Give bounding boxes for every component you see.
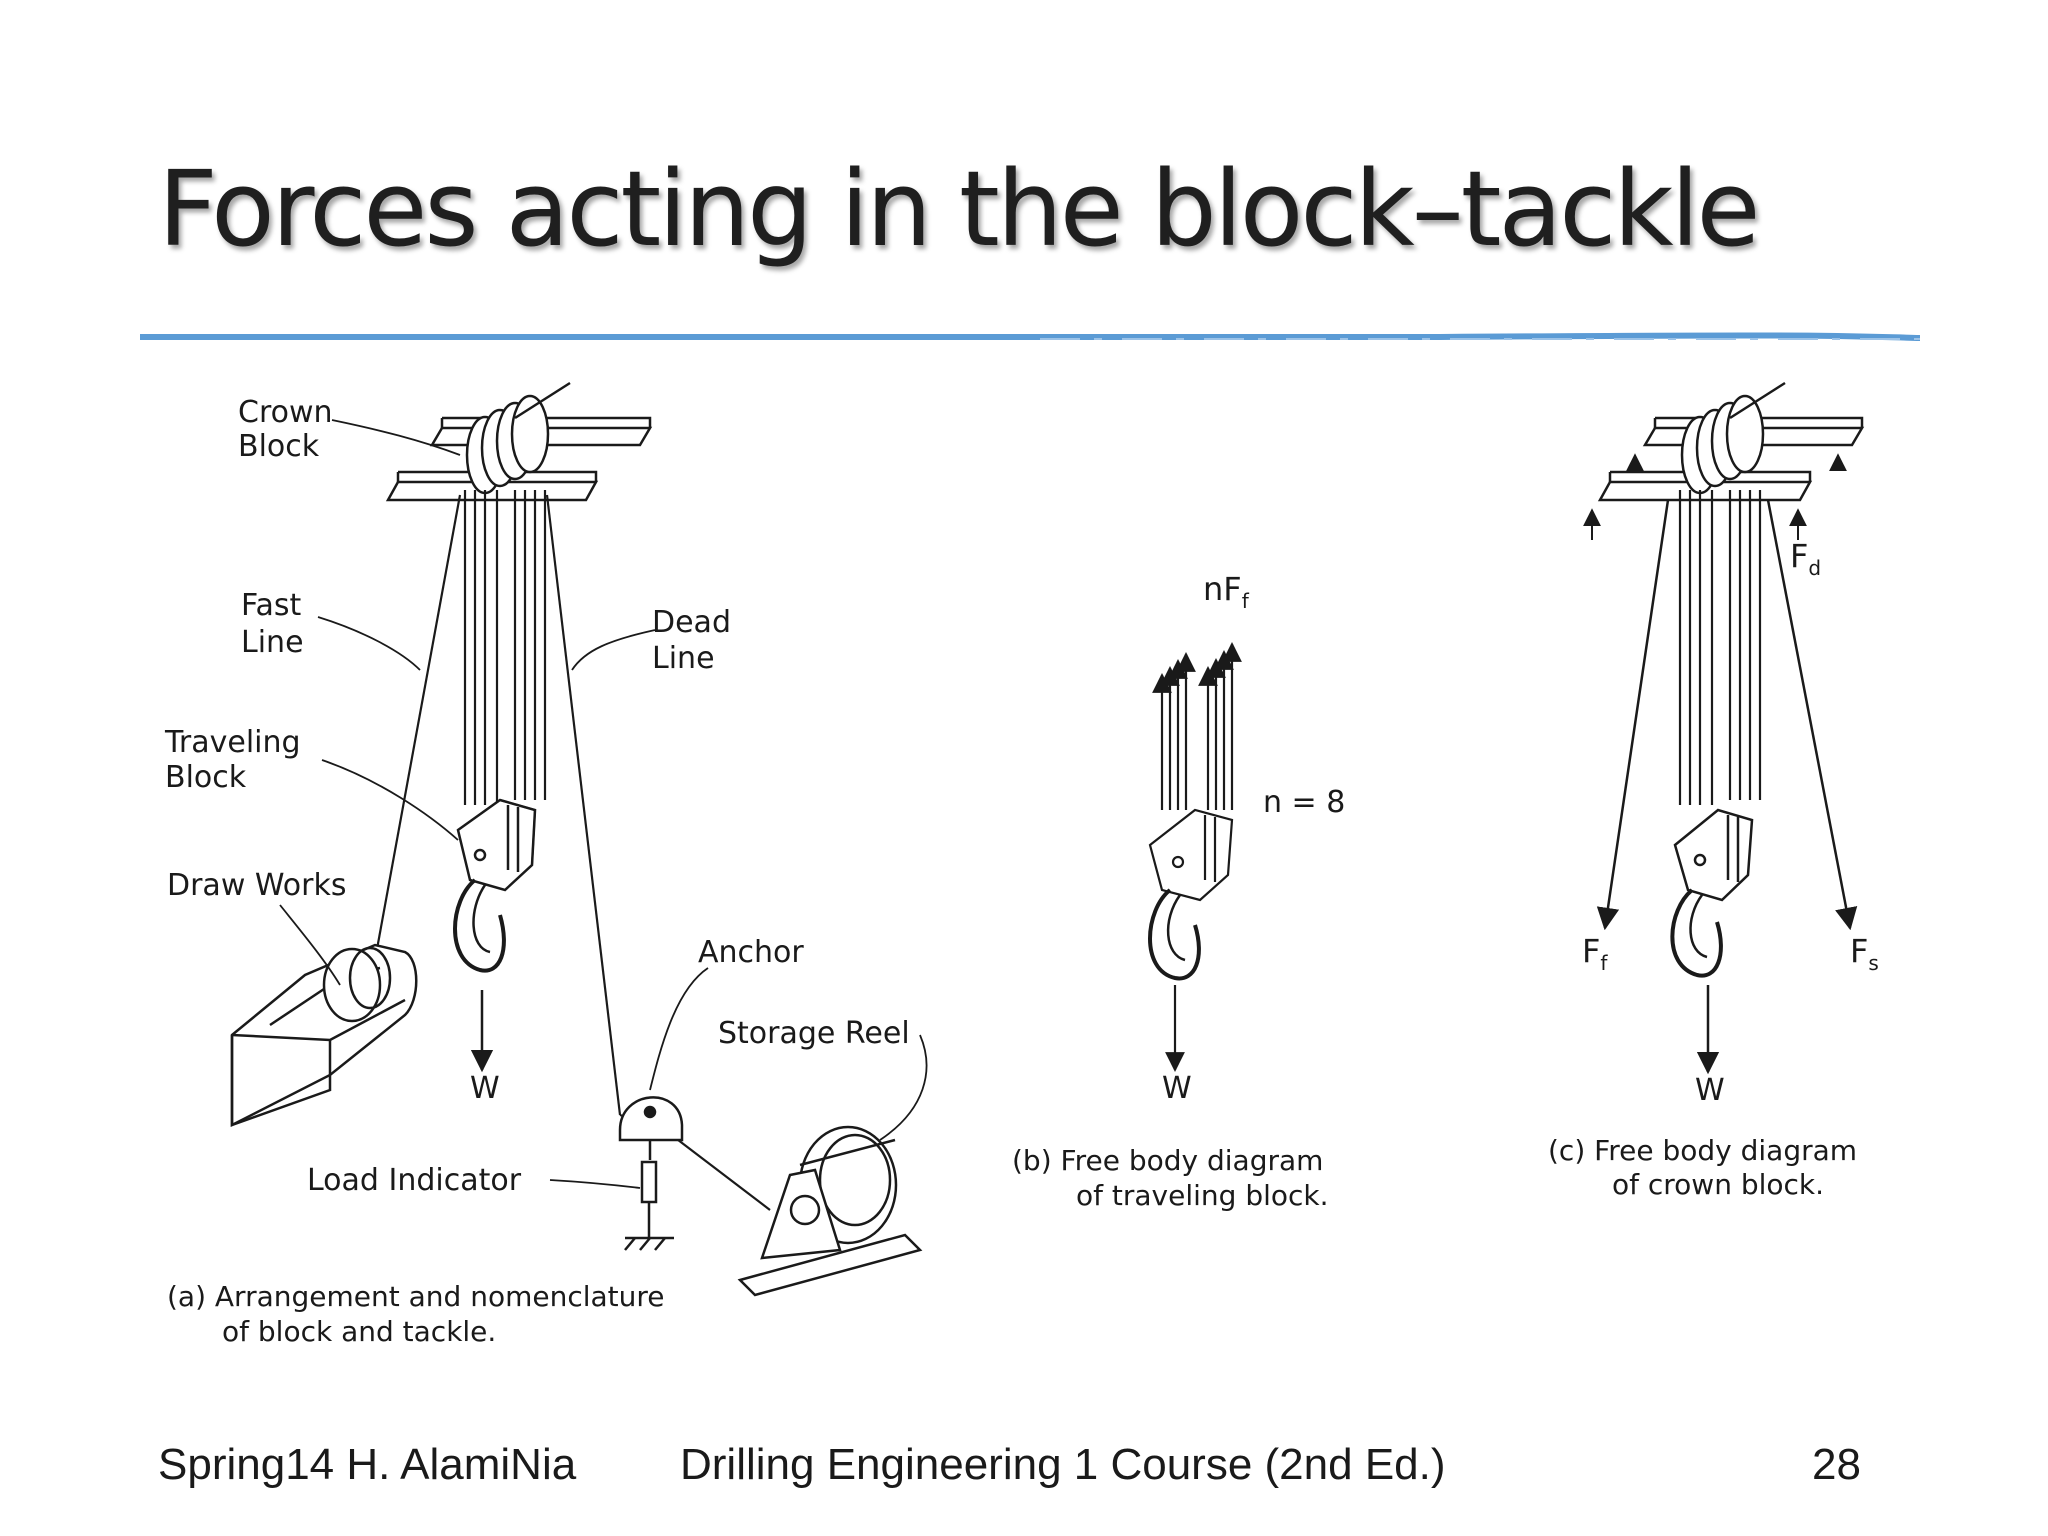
slide-title: Forces acting in the block–tackle: [158, 148, 1761, 270]
diagram-b-labels: nFf n = 8 W (b) Free body diagram of tra…: [1012, 570, 1345, 1212]
force-label-fd: Fd: [1790, 537, 1821, 580]
traveling-block-c-icon: [1670, 808, 1754, 978]
traveling-block-icon: [453, 798, 537, 973]
diagram-b: [1148, 642, 1242, 1072]
fastline-force-arrow: [1596, 499, 1670, 931]
draw-works-icon: [230, 943, 418, 1128]
diagram-c-labels: Fd Ff Fs W (c) Free body diagram of crow…: [1548, 537, 1879, 1201]
label-weight-a: W: [470, 1071, 500, 1106]
label-crown-block-line2: Block: [238, 429, 320, 464]
label-fast-line-line1: Fast: [241, 588, 302, 623]
label-fast-line-line2: Line: [241, 625, 304, 660]
label-traveling-block-line2: Block: [165, 760, 247, 795]
label-dead-line-line2: Line: [652, 641, 715, 676]
label-storage-reel: Storage Reel: [718, 1016, 910, 1051]
wire-rope-lines-c: [1678, 490, 1762, 805]
diagram-c: [1583, 381, 1865, 1075]
label-crown-block-line1: Crown: [238, 395, 333, 430]
label-weight-b: W: [1162, 1071, 1192, 1106]
label-load-indicator: Load Indicator: [307, 1163, 522, 1198]
force-label-ff: Ff: [1582, 932, 1608, 975]
crown-block-sheaves-icon: [465, 381, 571, 495]
line-force-arrows: [1152, 642, 1242, 810]
label-draw-works: Draw Works: [167, 868, 347, 903]
caption-b-line2: of traveling block.: [1076, 1179, 1329, 1212]
caption-c-line2: of crown block.: [1612, 1168, 1824, 1201]
traveling-block-free-body-icon: [1148, 808, 1234, 981]
caption-b-line1: (b) Free body diagram: [1012, 1144, 1323, 1177]
footer-course: Drilling Engineering 1 Course (2nd Ed.): [680, 1440, 1446, 1489]
force-label-fs: Fs: [1850, 932, 1879, 975]
label-weight-c: W: [1695, 1073, 1725, 1108]
staticline-force-arrow: [1766, 499, 1858, 931]
label-traveling-block-line1: Traveling: [164, 725, 301, 760]
footer-author: Spring14 H. AlamiNia: [158, 1440, 577, 1489]
label-dead-line-line1: Dead: [652, 605, 731, 640]
crown-block-free-body-icon: [1597, 381, 1865, 502]
line-count-label: n = 8: [1263, 785, 1345, 820]
caption-a-line1: (a) Arrangement and nomenclature: [167, 1280, 665, 1313]
wire-rope-lines: [373, 490, 771, 1211]
force-label-nff: nFf: [1203, 570, 1250, 613]
anchor-icon: [618, 1096, 684, 1251]
title-divider: [140, 332, 1920, 341]
diagram-a-labels: Crown Block Fast Line Dead Line Travelin…: [164, 395, 910, 1348]
storage-reel-icon: [737, 1125, 923, 1297]
diagram-a: [230, 381, 928, 1297]
label-anchor: Anchor: [698, 935, 804, 970]
caption-a-line2: of block and tackle.: [222, 1315, 496, 1348]
footer-page-number: 28: [1812, 1440, 1861, 1489]
support-reaction-arrows: [1583, 453, 1847, 540]
caption-c-line1: (c) Free body diagram: [1548, 1134, 1857, 1167]
label-leaders: [279, 419, 928, 1189]
